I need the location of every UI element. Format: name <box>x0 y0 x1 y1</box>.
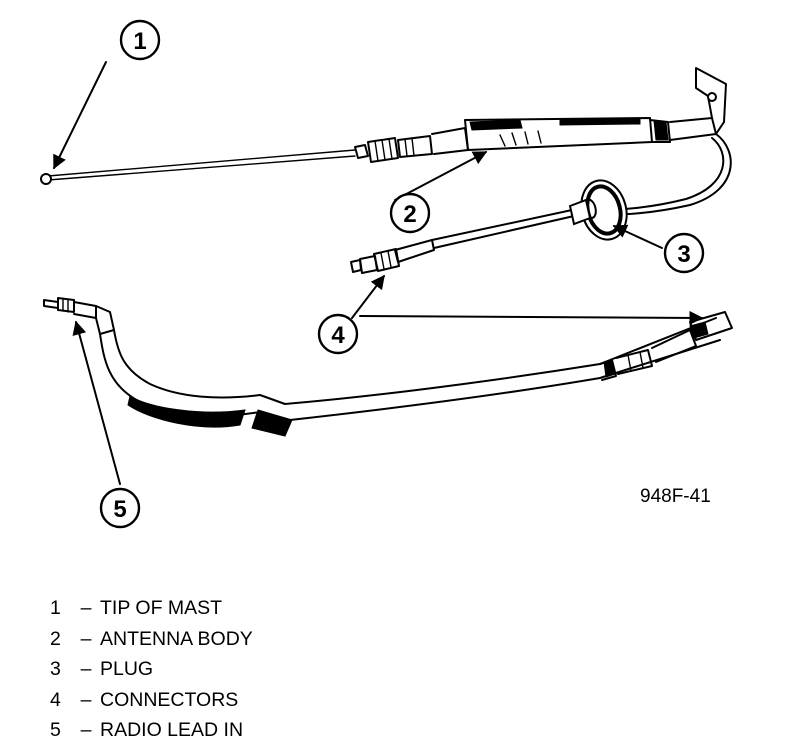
legend-item-1: 1–TIP OF MAST <box>40 593 440 624</box>
leader-2 <box>394 151 488 201</box>
legend-item-4: 4–CONNECTORS <box>40 685 440 716</box>
svg-text:4: 4 <box>331 322 345 349</box>
leader-5 <box>72 320 121 485</box>
legend-number: 3 <box>50 658 61 680</box>
legend-dash: – <box>80 688 92 711</box>
svg-text:1: 1 <box>133 28 146 55</box>
antenna-mast <box>40 149 356 185</box>
legend-number: 4 <box>50 688 61 711</box>
legend-number: 1 <box>50 597 61 619</box>
legend-text: TIP OF MAST <box>100 597 223 619</box>
leader-1 <box>53 61 107 170</box>
plug-grommet <box>568 179 628 241</box>
leader-arrows <box>53 61 704 485</box>
legend-text: ANTENNA BODY <box>100 627 253 650</box>
legend-dash: – <box>80 627 92 650</box>
callout-3: 3 <box>663 232 705 274</box>
legend-dash: – <box>80 597 92 619</box>
callout-5: 5 <box>99 487 141 529</box>
leader-4a <box>351 274 385 319</box>
svg-text:2: 2 <box>403 201 416 228</box>
upper-connector <box>350 239 435 274</box>
callout-1: 1 <box>119 19 161 61</box>
legend-number: 5 <box>50 719 61 741</box>
legend-text: PLUG <box>100 658 154 680</box>
leader-4b <box>359 310 704 325</box>
radio-lead-cable <box>43 297 733 437</box>
legend-dash: – <box>80 658 92 680</box>
svg-text:3: 3 <box>677 241 690 268</box>
legend-text: CONNECTORS <box>100 688 239 711</box>
legend-item-2: 2–ANTENNA BODY <box>40 624 440 655</box>
legend-text: RADIO LEAD IN <box>100 719 244 741</box>
callout-2: 2 <box>389 192 431 234</box>
legend-item-3: 3–PLUG <box>40 654 440 685</box>
legend-dash: – <box>80 719 92 741</box>
svg-text:5: 5 <box>113 496 126 523</box>
legend-item-5: 5–RADIO LEAD IN <box>40 715 440 746</box>
antenna-diagram: 1 2 3 4 5 948F-41 <box>40 19 733 529</box>
antenna-body <box>354 67 727 163</box>
antenna-cable <box>431 133 732 249</box>
legend-number: 2 <box>50 627 61 650</box>
callout-4: 4 <box>317 313 359 355</box>
leader-3 <box>612 224 663 249</box>
legend: 1–TIP OF MAST 2–ANTENNA BODY 3–PLUG 4–CO… <box>40 593 440 746</box>
figure-id: 948F-41 <box>640 486 711 507</box>
